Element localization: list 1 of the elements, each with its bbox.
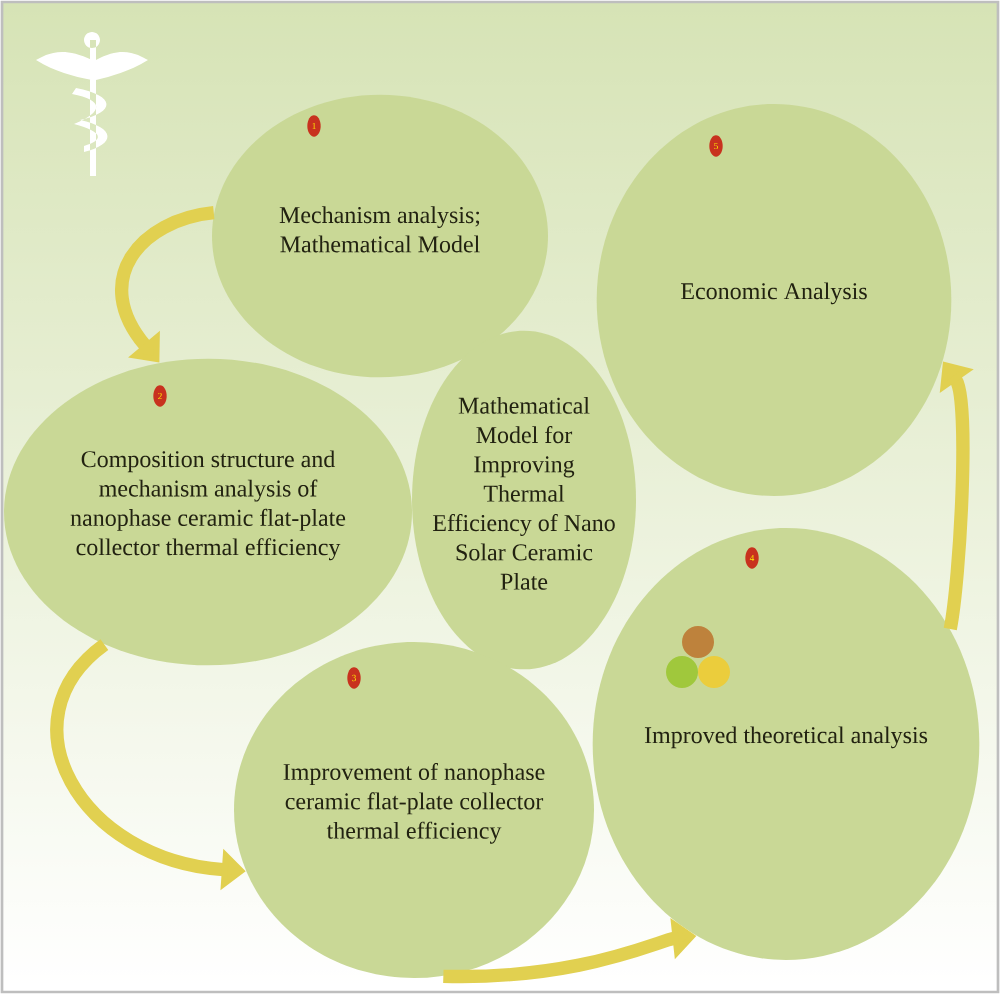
node-label: Mathematical Model for Improving Thermal Efficiency of Nano Solar Ceramic Plate — [432, 396, 615, 590]
